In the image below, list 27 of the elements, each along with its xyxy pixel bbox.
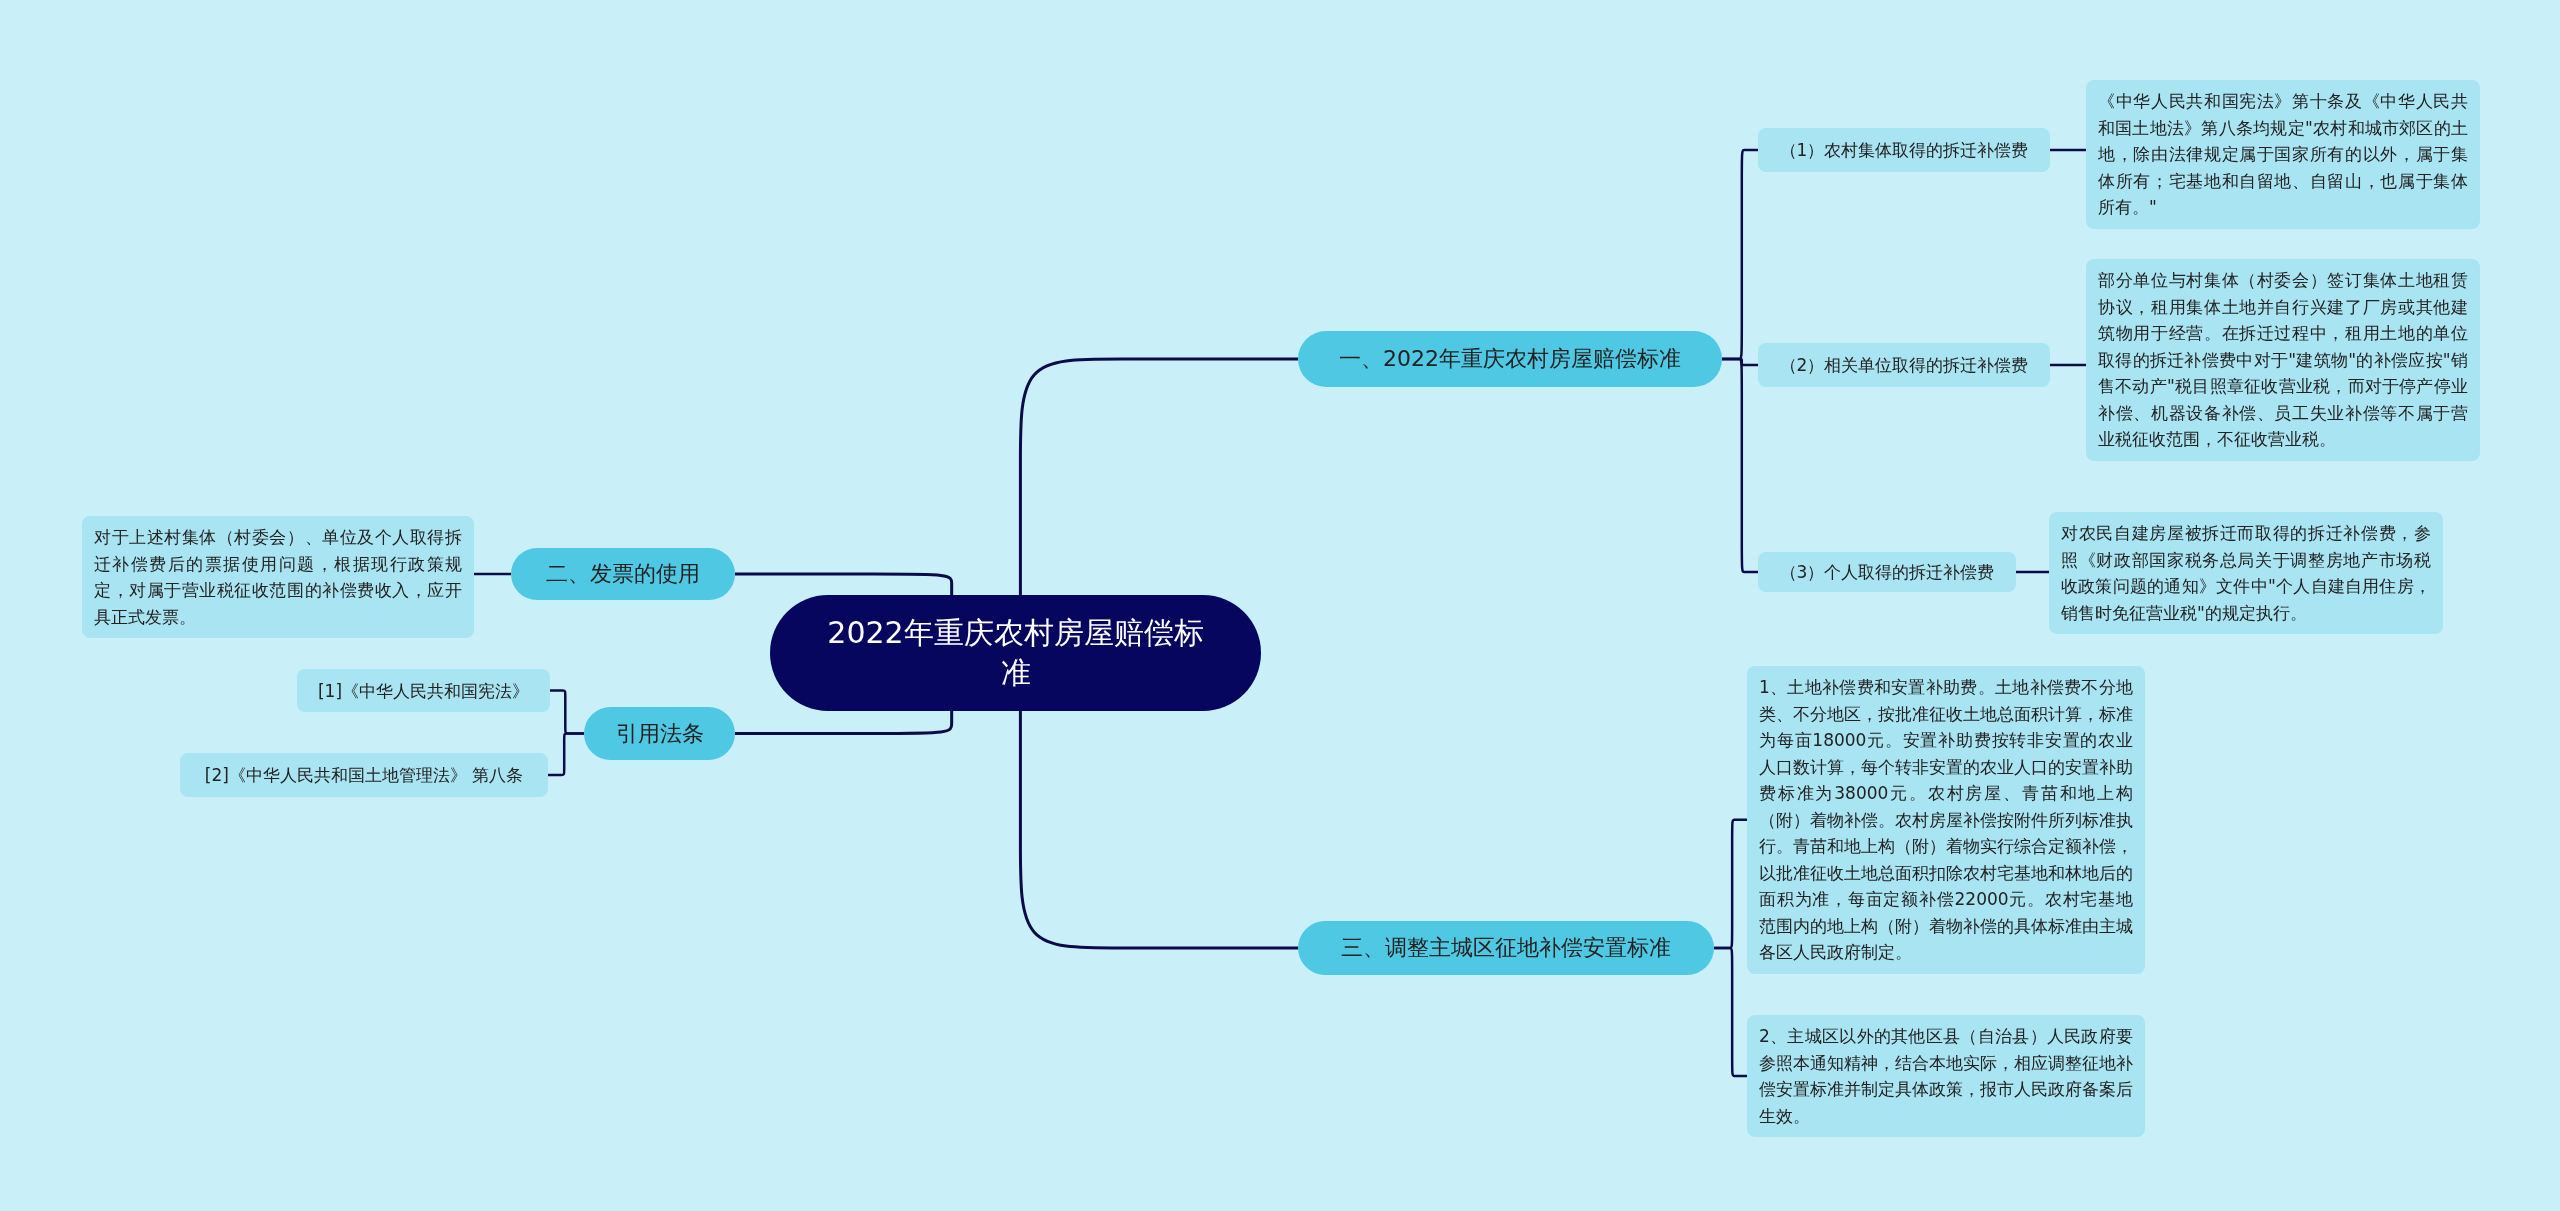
note-box: 1、土地补偿费和安置补助费。土地补偿费不分地类、不分地区，按批准征收土地总面积计算，标准为每亩18000元。安置补助费按转非安置的农业人口数计算，每个转非安置的农业人口的安置补助费标准为38000元。农村房屋、青苗和地上构（附）着物补偿。农村房屋补偿按附件所列标准执行。青苗和地上构（附）着物实行综合定额补偿，以批准征收土地总面积扣除农村宅基地和林地后的面积为准，每亩定额补偿22000元。农村宅基地范围内的地上构（附）着物补偿的具体标准由主城各区人民政府制定。	[1747, 666, 2145, 974]
connector-line	[1018, 357, 1298, 595]
connector-line	[1018, 711, 1298, 950]
note-box: 《中华人民共和国宪法》第十条及《中华人民共和国土地法》第八条均规定"农村和城市郊区的土地，除由法律规定属于国家所有的以外，属于集体所有；宅基地和自留地、自留山，也属于集体所有。"	[2086, 80, 2480, 229]
connector-line	[474, 572, 511, 576]
subtopic-box: （1）农村集体取得的拆迁补偿费	[1758, 128, 2050, 172]
note-box: 对农民自建房屋被拆迁而取得的拆迁补偿费，参照《财政部国家税务总局关于调整房地产市场税收政策问题的通知》文件中"个人自建自用住房，销售时免征营业税"的规定执行。	[2049, 512, 2443, 634]
connector-line	[548, 732, 584, 777]
topic-pill: 三、调整主城区征地补偿安置标准	[1298, 921, 1714, 975]
subtopic-box: （2）相关单位取得的拆迁补偿费	[1758, 343, 2050, 387]
topic-pill: 二、发票的使用	[511, 548, 735, 600]
subtopic-box: [1]《中华人民共和国宪法》	[297, 669, 550, 712]
subtopic-box: （3）个人取得的拆迁补偿费	[1758, 552, 2016, 592]
connector-line	[1722, 357, 1758, 574]
topic-pill: 引用法条	[584, 707, 735, 760]
connector-line	[735, 572, 954, 595]
central-topic-pill: 2022年重庆农村房屋赔偿标准	[770, 595, 1261, 711]
connector-line	[2050, 148, 2086, 152]
note-box: 2、主城区以外的其他区县（自治县）人民政府要参照本通知精神，结合本地实际，相应调整征地补偿安置标准并制定具体政策，报市人民政府备案后生效。	[1747, 1015, 2145, 1137]
note-box: 部分单位与村集体（村委会）签订集体土地租赁协议，租用集体土地并自行兴建了厂房或其他建筑物用于经营。在拆迁过程中，租用土地的单位取得的拆迁补偿费中对于"建筑物"的补偿应按"销售不动产"税目照章征收营业税，而对于停产停业补偿、机器设备补偿、员工失业补偿等不属于营业税征收范围，不征收营业税。	[2086, 259, 2480, 461]
note-box: 对于上述村集体（村委会）、单位及个人取得拆迁补偿费后的票据使用问题，根据现行政策规定，对属于营业税征收范围的补偿费收入，应开具正式发票。	[82, 516, 474, 638]
connector-line	[1714, 946, 1747, 1078]
connector-line	[2050, 363, 2086, 367]
connector-line	[735, 711, 954, 735]
subtopic-box: [2]《中华人民共和国土地管理法》 第八条	[180, 753, 548, 797]
connector-line	[2016, 570, 2049, 574]
topic-pill: 一、2022年重庆农村房屋赔偿标准	[1298, 331, 1722, 387]
